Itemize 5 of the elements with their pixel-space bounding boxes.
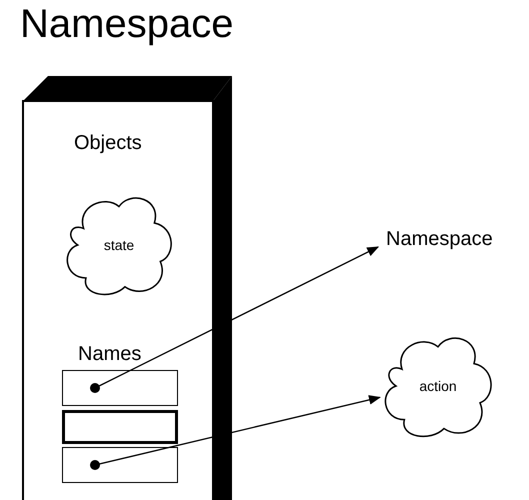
cloud-label: state	[104, 237, 134, 253]
section-heading: Names	[78, 343, 142, 366]
title: Namespace	[20, 2, 234, 47]
cloud-label: action	[419, 378, 457, 394]
section-heading: Objects	[74, 132, 142, 155]
